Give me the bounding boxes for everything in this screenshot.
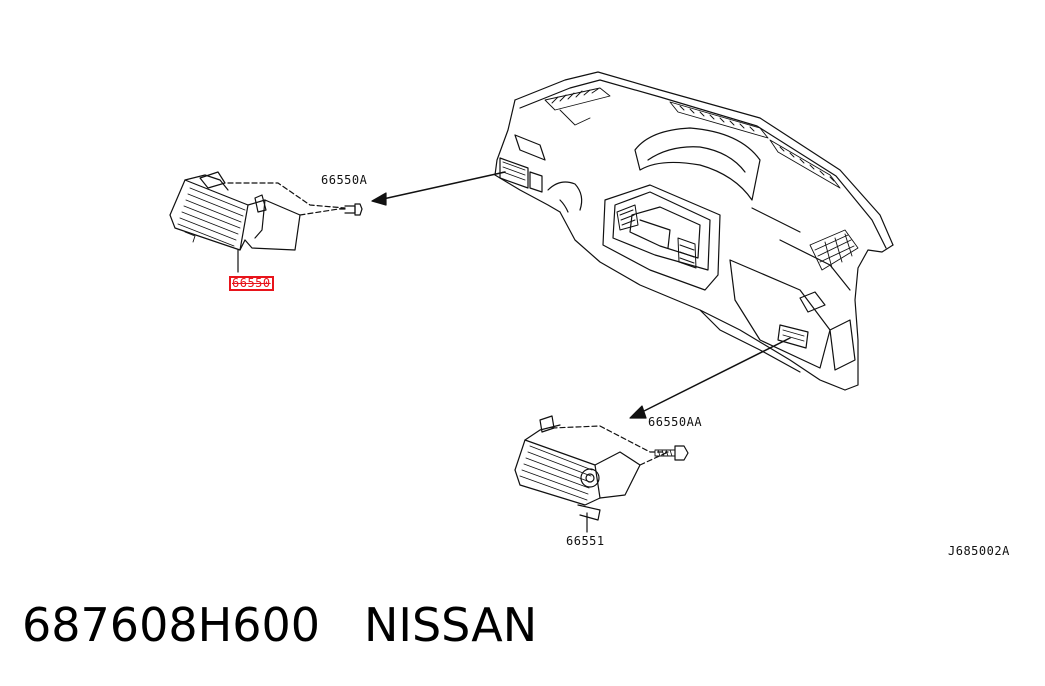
callout-66550A: 66550A <box>321 173 368 187</box>
right-vent-illustration <box>514 415 689 533</box>
dashboard-illustration <box>494 71 894 391</box>
brand-name: NISSAN <box>364 598 538 652</box>
leader-arrows <box>371 171 791 419</box>
callout-66550AA: 66550AA <box>648 415 703 429</box>
left-vent-illustration <box>169 171 363 273</box>
callout-66551: 66551 <box>566 534 605 548</box>
exploded-parts-diagram <box>169 71 894 533</box>
footer-caption: 687608H600 NISSAN <box>22 598 537 652</box>
part-number: 687608H600 <box>22 598 320 652</box>
callout-66550-highlighted[interactable]: 66550 <box>229 276 274 291</box>
diagram-code: J685002A <box>948 544 1010 558</box>
